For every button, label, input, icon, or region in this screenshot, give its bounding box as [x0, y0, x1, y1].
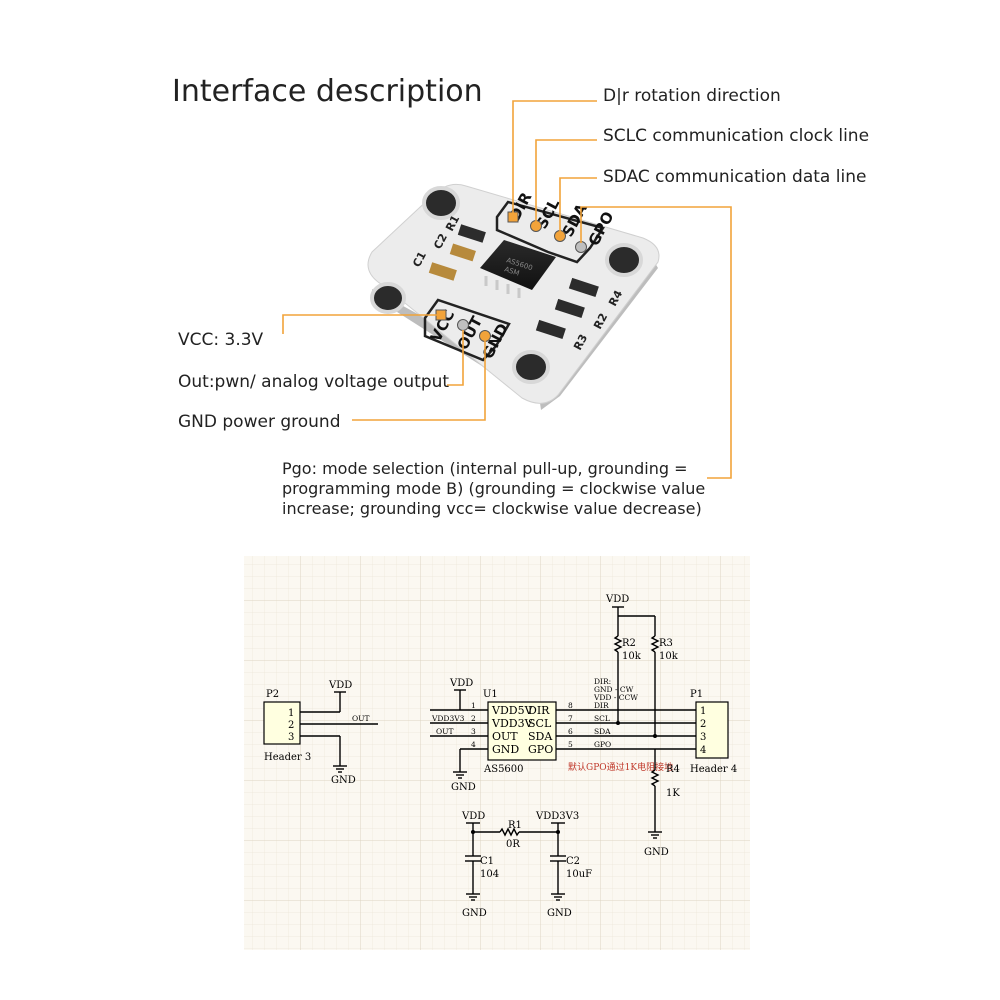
- mounting-hole-icon: [422, 186, 460, 220]
- u1-net-gpo: GPO: [594, 740, 611, 749]
- p2-pin1: 1: [288, 708, 294, 719]
- u1-pin-out: OUT: [492, 730, 518, 743]
- p2-ref: P2: [266, 689, 279, 700]
- p1-pin4: 4: [700, 745, 706, 756]
- u1-pin-vdd5v: VDD5V: [491, 704, 534, 717]
- c1-value: 104: [480, 869, 499, 880]
- mounting-hole-icon: [370, 282, 406, 314]
- p2-net-out: OUT: [352, 714, 369, 723]
- pgo-description-line3: increase; grounding vcc= clockwise value…: [282, 499, 702, 518]
- u1-num-6: 6: [568, 727, 573, 736]
- u1-ref: U1: [483, 689, 498, 700]
- u1-pin-vdd3v: VDD3V: [491, 717, 534, 730]
- dir-note-ccw: VDD - CCW: [593, 693, 638, 702]
- p1-pin1: 1: [700, 706, 706, 717]
- u1-net-out: OUT: [436, 727, 453, 736]
- u1-num-4: 4: [471, 740, 476, 749]
- p2-pin3: 3: [288, 732, 294, 743]
- u1-num-3: 3: [471, 727, 476, 736]
- c2-gnd: GND: [547, 908, 572, 919]
- u1-num-5: 5: [568, 740, 573, 749]
- callout-dir: D|r rotation direction: [603, 86, 781, 106]
- pullup-vdd: VDD: [605, 594, 629, 605]
- r1-value: 0R: [506, 839, 520, 850]
- smd-components: [428, 224, 599, 340]
- p1-ref: P1: [690, 689, 703, 700]
- r2-ref: R2: [622, 638, 636, 649]
- leader-lines: [282, 100, 732, 479]
- pullup-resistors: VDD R2 10k R3 10k DIR: GND - CW VDD - CC…: [593, 594, 679, 738]
- r3-ref: R3: [659, 638, 673, 649]
- u1-as5600: U1 VDD5V VDD3V OUT GND DIR SCL SDA GPO A…: [430, 678, 696, 793]
- p2-pin2: 2: [288, 720, 294, 731]
- c1-ref: C1: [480, 856, 494, 867]
- callout-vcc: VCC: 3.3V: [178, 330, 264, 350]
- page-title: Interface description: [172, 74, 483, 109]
- p2-name: Header 3: [264, 752, 311, 763]
- c2-ref: C2: [566, 856, 580, 867]
- p1-pin2: 2: [700, 719, 706, 730]
- u1-pin-scl: SCL: [528, 717, 552, 730]
- pgo-description-line2: programming mode B) (grounding = clockwi…: [282, 479, 705, 498]
- mounting-hole-icon: [512, 350, 550, 384]
- c2-value: 10uF: [566, 869, 592, 880]
- r4-gnd: GND: [644, 847, 669, 858]
- mounting-hole-icon: [605, 243, 643, 277]
- callout-scl: SCLC communication clock line: [603, 126, 869, 146]
- r2-value: 10k: [622, 651, 642, 662]
- gpo-note: 默认GPO通过1K电阻接地: [568, 761, 673, 773]
- power-vdd: VDD: [461, 811, 485, 822]
- p2-header3: P2 1 2 3 Header 3 VDD OUT GND: [263, 680, 378, 786]
- r4-pulldown: R4 1K GND: [644, 749, 680, 858]
- u1-gnd: GND: [451, 782, 476, 793]
- u1-vdd: VDD: [449, 678, 473, 689]
- as5600-chip: AS5600 ASM: [480, 240, 556, 298]
- u1-num-2: 2: [471, 714, 476, 723]
- p2-gnd: GND: [331, 775, 356, 786]
- dir-note-cw: GND - CW: [594, 685, 634, 694]
- u1-pin-gnd: GND: [492, 743, 519, 756]
- u1-num-7: 7: [568, 714, 573, 723]
- p1-pin3: 3: [700, 732, 706, 743]
- callout-out: Out:pwn/ analog voltage output: [178, 372, 449, 392]
- u1-num-1: 1: [471, 701, 476, 710]
- r3-value: 10k: [659, 651, 679, 662]
- c1-gnd: GND: [462, 908, 487, 919]
- u1-net-scl: SCL: [594, 714, 610, 723]
- u1-num-8: 8: [568, 701, 573, 710]
- u1-name: AS5600: [483, 764, 524, 775]
- pgo-description-line1: Pgo: mode selection (internal pull-up, g…: [282, 459, 688, 478]
- u1-net-vdd3v3: VDD3V3: [431, 714, 465, 723]
- p2-vdd: VDD: [328, 680, 352, 691]
- callout-gnd: GND power ground: [178, 412, 340, 432]
- schematic: P2 1 2 3 Header 3 VDD OUT GND U1 VDD5V V…: [244, 556, 750, 950]
- r1-ref: R1: [508, 820, 522, 831]
- dir-note-title: DIR:: [594, 677, 611, 686]
- u1-pin-sda: SDA: [528, 730, 553, 743]
- r4-value: 1K: [666, 788, 680, 799]
- callout-sda: SDAC communication data line: [603, 167, 866, 187]
- u1-pin-dir: DIR: [528, 704, 550, 717]
- u1-pin-gpo: GPO: [528, 743, 553, 756]
- p1-header4: P1 1 2 3 4 Header 4: [690, 689, 737, 775]
- power-section: VDD VDD3V3 R1 0R C1 104 C2 10uF: [461, 811, 592, 919]
- u1-net-sda: SDA: [594, 727, 611, 736]
- p1-name: Header 4: [690, 764, 737, 775]
- power-vdd3v3: VDD3V3: [535, 811, 579, 822]
- u1-net-dir: DIR: [594, 701, 609, 710]
- r4-ref: R4: [666, 764, 680, 775]
